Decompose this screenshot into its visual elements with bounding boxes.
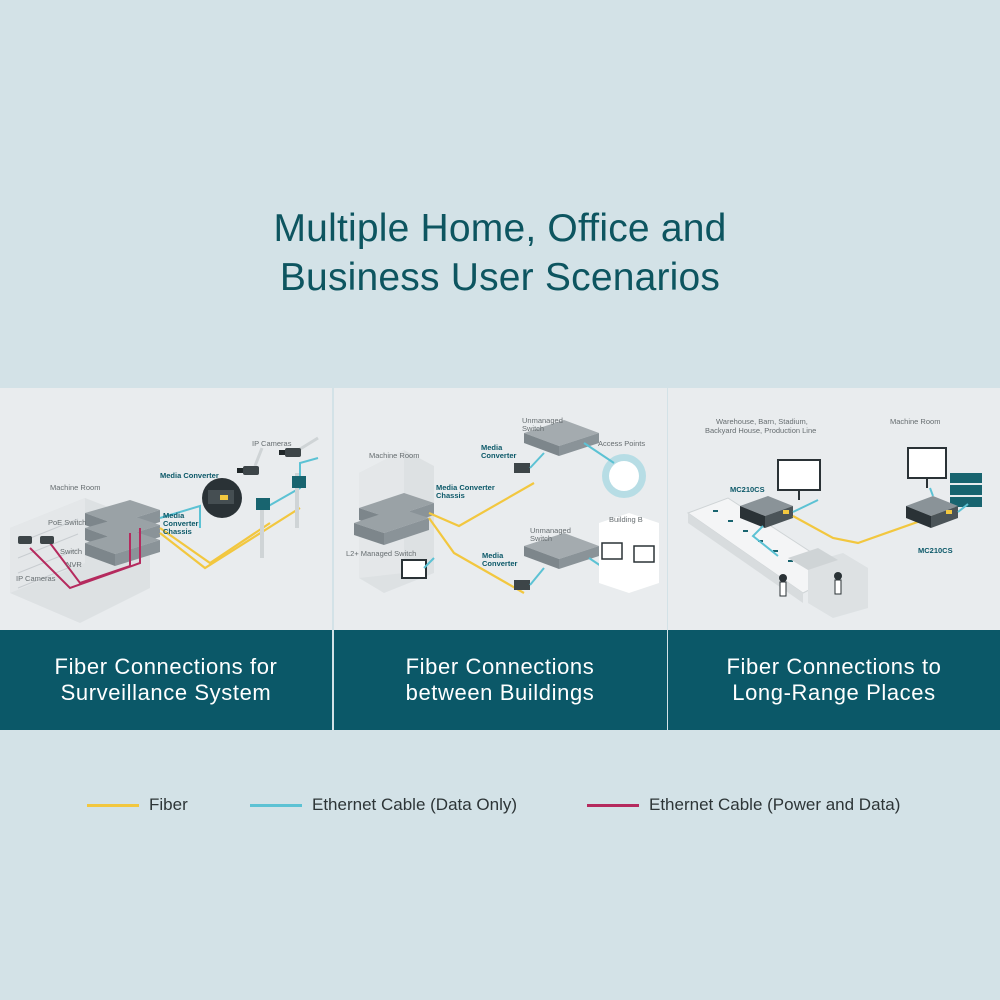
camera-icon-pole-2	[279, 448, 301, 457]
caption-line-2: Surveillance System	[60, 680, 272, 705]
caption-buildings: Fiber Connections between Buildings	[333, 630, 667, 730]
monitor-icon-right	[907, 447, 947, 479]
media-converter-bottom	[513, 580, 530, 590]
label-unmanaged-switch-2b: Switch	[530, 534, 552, 543]
scenario-panel-buildings: Unmanaged Switch Machine Room Media Conv…	[333, 388, 667, 730]
legend-item-ethernet-data: Ethernet Cable (Data Only)	[250, 792, 517, 818]
label-unmanaged-switch-2a: Unmanaged	[530, 526, 571, 535]
building-b	[598, 513, 659, 593]
pole-converter-2	[292, 476, 306, 488]
ethernet-data-cable	[159, 504, 201, 528]
buildings-illustration: Unmanaged Switch Machine Room Media Conv…	[333, 388, 667, 630]
label-machine-room: Machine Room	[369, 451, 419, 460]
unmanaged-switch-bottom	[523, 533, 599, 559]
page-title-line-2: Business User Scenarios	[279, 256, 721, 300]
label-media-converter-1b: Converter	[481, 451, 517, 460]
label-chassis-2: Converter	[163, 519, 199, 528]
label-chassis-3: Chassis	[163, 527, 192, 536]
caption-long-range: Fiber Connections to Long-Range Places	[668, 630, 1000, 730]
label-ip-cameras-bottom: IP Cameras	[16, 574, 56, 583]
surveillance-illustration: Machine Room IP Cameras Media Converter …	[0, 388, 332, 630]
fiber-cable-2	[427, 517, 525, 594]
caption-line-2: between Buildings	[405, 680, 595, 705]
caption-line-1: Fiber Connections to	[726, 654, 942, 679]
fiber-cable-1	[428, 482, 535, 528]
scenario-panel-long-range: Warehouse, Barn, Stadium, Backyard House…	[668, 388, 1000, 730]
device-stack	[85, 500, 160, 566]
label-nvr: NVR	[66, 560, 82, 569]
legend-label-ethernet-data: Ethernet Cable (Data Only)	[312, 795, 518, 814]
fiber-cable-1	[159, 522, 271, 565]
label-ip-cameras-top: IP Cameras	[252, 439, 292, 448]
mc210cs-right	[906, 496, 958, 516]
legend-line-ethernet-data	[250, 803, 302, 807]
caption-line-1: Fiber Connections	[405, 654, 595, 679]
label-l2-switch: L2+ Managed Switch	[346, 549, 416, 558]
legend-label-fiber: Fiber	[149, 795, 188, 814]
label-media-converter-2b: Converter	[482, 559, 518, 568]
camera-icon-pole-1	[237, 466, 259, 475]
label-unmanaged-switch-1b: Switch	[522, 424, 544, 433]
worker-icon-2	[834, 572, 842, 580]
caption-line-1: Fiber Connections for	[54, 654, 278, 679]
mc210cs-left	[740, 496, 793, 516]
fiber-cable-2	[159, 507, 301, 570]
monitor-icon	[400, 559, 427, 579]
scenario-panels: Machine Room IP Cameras Media Converter …	[0, 388, 1000, 730]
camera-icon-wall-2	[40, 536, 54, 544]
legend-item-fiber: Fiber	[87, 792, 188, 818]
unmanaged-switch-top	[523, 420, 599, 446]
label-media-converter-1a: Media	[481, 443, 503, 452]
label-access-points: Access Points	[598, 439, 645, 448]
label-media-converter: Media Converter	[160, 471, 219, 480]
caption-line-2: Long-Range Places	[732, 680, 936, 705]
label-building-b: Building B	[609, 515, 643, 524]
access-point-icon	[608, 461, 639, 491]
worker-icon-1	[779, 574, 787, 582]
label-warehouse-1: Warehouse, Barn, Stadium,	[716, 417, 808, 426]
poe-cable-2	[49, 533, 131, 585]
page-title: Multiple Home, Office and Business User …	[0, 204, 1000, 302]
label-machine-room: Machine Room	[890, 417, 940, 426]
scenario-panel-surveillance: Machine Room IP Cameras Media Converter …	[0, 388, 332, 730]
l2-switch-stack	[353, 493, 434, 545]
monitor-icon-left	[777, 459, 821, 491]
label-switch: Switch	[60, 547, 82, 556]
label-chassis-1: Media	[163, 511, 185, 520]
label-mc210cs-right: MC210CS	[918, 546, 953, 555]
label-machine-room: Machine Room	[50, 483, 100, 492]
pole-converter-1	[256, 498, 270, 510]
legend-item-ethernet-power: Ethernet Cable (Power and Data)	[587, 792, 900, 818]
fiber-cable-long	[792, 511, 944, 545]
server-rack-icon	[950, 473, 982, 507]
label-unmanaged-switch-1a: Unmanaged	[522, 416, 563, 425]
label-poe-switch: PoE Switch	[48, 518, 86, 527]
label-chassis-2: Chassis	[436, 491, 465, 500]
caption-surveillance: Fiber Connections for Surveillance Syste…	[0, 630, 332, 730]
page-title-line-1: Multiple Home, Office and	[273, 207, 727, 251]
legend-line-fiber	[87, 803, 139, 807]
legend-label-ethernet-power: Ethernet Cable (Power and Data)	[649, 795, 901, 814]
camera-icon-wall-1	[18, 536, 32, 544]
label-warehouse-2: Backyard House, Production Line	[705, 426, 816, 435]
long-range-illustration: Warehouse, Barn, Stadium, Backyard House…	[668, 388, 1000, 630]
media-converter-top	[513, 463, 530, 473]
label-chassis-1: Media Converter	[436, 483, 495, 492]
label-media-converter-2a: Media	[482, 551, 504, 560]
label-mc210cs-left: MC210CS	[730, 485, 765, 494]
legend-line-ethernet-power	[587, 803, 639, 807]
cable-legend: Fiber Ethernet Cable (Data Only) Etherne…	[0, 792, 1000, 818]
